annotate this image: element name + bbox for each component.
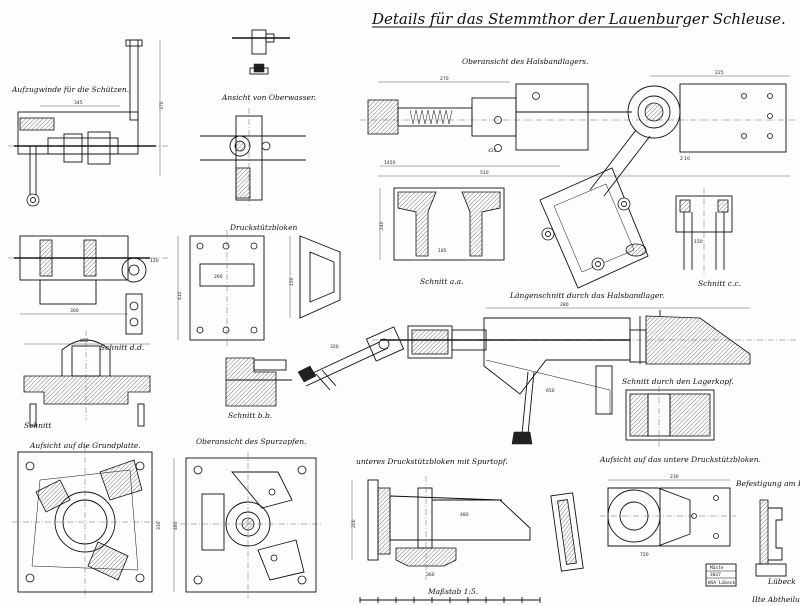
view-bracket: 150 [289, 235, 341, 319]
svg-text:230: 230 [670, 474, 679, 480]
archive-stamp: Mäste 3837 WSA Lübeck [705, 563, 737, 587]
caption-aufsicht-unteres: Aufsicht auf das untere Druckstützbloken… [599, 455, 761, 464]
caption-schnitt-cc: Schnitt c.c. [698, 279, 741, 288]
svg-text:800: 800 [80, 338, 89, 344]
caption-oberansicht-spurzapfen: Oberansicht des Spurzapfen. [196, 437, 306, 446]
view-aufzugwinde: Aufzugwinde für die Schützen. 370 345 [8, 39, 170, 207]
svg-text:345: 345 [74, 100, 83, 106]
caption-massstab: Maßstab 1:5. [427, 587, 478, 596]
view-schnitt-bb: Schnitt b.b. [225, 357, 292, 420]
svg-text:330: 330 [156, 521, 162, 530]
caption-laengenschnitt: Längenschnitt durch das Halsbandlager. [509, 291, 664, 300]
view-unteres-druckstuetz: unteres Druckstützbloken mit Spurtopf. 2… [351, 457, 531, 580]
caption-abtheilung: IIte Abtheilung [751, 595, 800, 604]
svg-text:510: 510 [480, 170, 489, 176]
view-small-top-detail [232, 29, 290, 75]
caption-aufsicht-grundplatte: Aufsicht auf die Grundplatte. [29, 441, 141, 450]
view-diagonal-arm [539, 129, 651, 289]
svg-text:225: 225 [715, 70, 724, 76]
view-oberansicht-spurzapfen: Oberansicht des Spurzapfen. 480 [173, 437, 322, 598]
view-grundplatte-side: 800 Schnitt [23, 330, 151, 430]
view-befestigung-riegel: Befestigung am Riegel. Lübeck [735, 479, 800, 586]
view-laengenschnitt: Längenschnitt durch das Halsbandlager. 2… [372, 291, 796, 445]
view-diagonal-rod: 320 [297, 326, 405, 391]
svg-text:3837: 3837 [710, 572, 721, 578]
view-schnitt-cc: 150 Schnitt c.c. [675, 188, 741, 288]
svg-text:260: 260 [214, 274, 223, 280]
svg-text:480: 480 [173, 521, 179, 530]
svg-text:185: 185 [438, 248, 447, 254]
caption-unterer-druckstuetz: unteres Druckstützbloken mit Spurtopf. [356, 457, 508, 466]
svg-text:410: 410 [177, 291, 183, 300]
caption-luebeck: Lübeck [767, 577, 796, 586]
svg-text:320: 320 [330, 344, 339, 350]
view-druckstuetzbloeken: Druckstützbloken 410 260 [177, 223, 298, 346]
caption-ansicht-oberwasser: Ansicht von Oberwasser. [221, 93, 316, 102]
svg-text:150: 150 [694, 239, 703, 245]
caption-schnitt-dd: Schnitt d.d. [100, 343, 144, 352]
svg-text:150: 150 [289, 277, 295, 286]
svg-text:425: 425 [488, 148, 497, 154]
svg-text:2 10: 2 10 [680, 156, 690, 162]
svg-text:240: 240 [379, 221, 385, 230]
svg-text:WSA Lübeck: WSA Lübeck [708, 580, 735, 586]
sheet-title: Details für das Stemmthor der Lauenburge… [371, 10, 786, 28]
svg-text:280: 280 [560, 302, 569, 308]
scale-bar: Maßstab 1:5. [359, 587, 541, 603]
svg-text:370: 370 [159, 101, 165, 110]
caption-schnitt-grundplatte: Schnitt [24, 421, 52, 430]
view-oberansicht-halsband: Oberansicht des Halsbandlagers. 270 225 … [360, 57, 796, 177]
svg-text:270: 270 [440, 76, 449, 82]
view-ansicht-oberwasser: Ansicht von Oberwasser. [200, 93, 316, 206]
view-aufsicht-grundplatte: Aufsicht auf die Grundplatte. 330 [12, 441, 162, 598]
svg-text:Mäste: Mäste [710, 565, 724, 571]
svg-text:720: 720 [640, 552, 649, 558]
caption-schnitt-aa: Schnitt a.a. [420, 277, 464, 286]
caption-druckstuetzbloeken: Druckstützbloken [229, 223, 298, 232]
caption-oberansicht-halsband: Oberansicht des Halsbandlagers. [462, 57, 589, 66]
svg-text:300: 300 [70, 308, 79, 314]
svg-text:480: 480 [460, 512, 469, 518]
svg-text:650: 650 [546, 388, 555, 394]
caption-schnitt-bb: Schnitt b.b. [228, 411, 272, 420]
view-aufsicht-unteres: Aufsicht auf das untere Druckstützbloken… [550, 455, 761, 572]
view-gearbox: Schnitt d.d. 300 120 [8, 235, 170, 352]
svg-text:1450: 1450 [384, 160, 396, 166]
caption-schnitt-lagerkopf: Schnitt durch den Lagerkopf. [622, 377, 734, 386]
view-schnitt-aa: 240 185 Schnitt a.a. [379, 187, 505, 286]
caption-aufzugwinde: Aufzugwinde für die Schützen. [11, 85, 129, 94]
caption-befestigung-riegel: Befestigung am Riegel. [735, 479, 800, 488]
svg-text:200: 200 [351, 519, 357, 528]
view-schnitt-lagerkopf: Schnitt durch den Lagerkopf. [622, 377, 734, 448]
svg-text:120: 120 [150, 258, 159, 264]
svg-text:360: 360 [426, 572, 435, 578]
